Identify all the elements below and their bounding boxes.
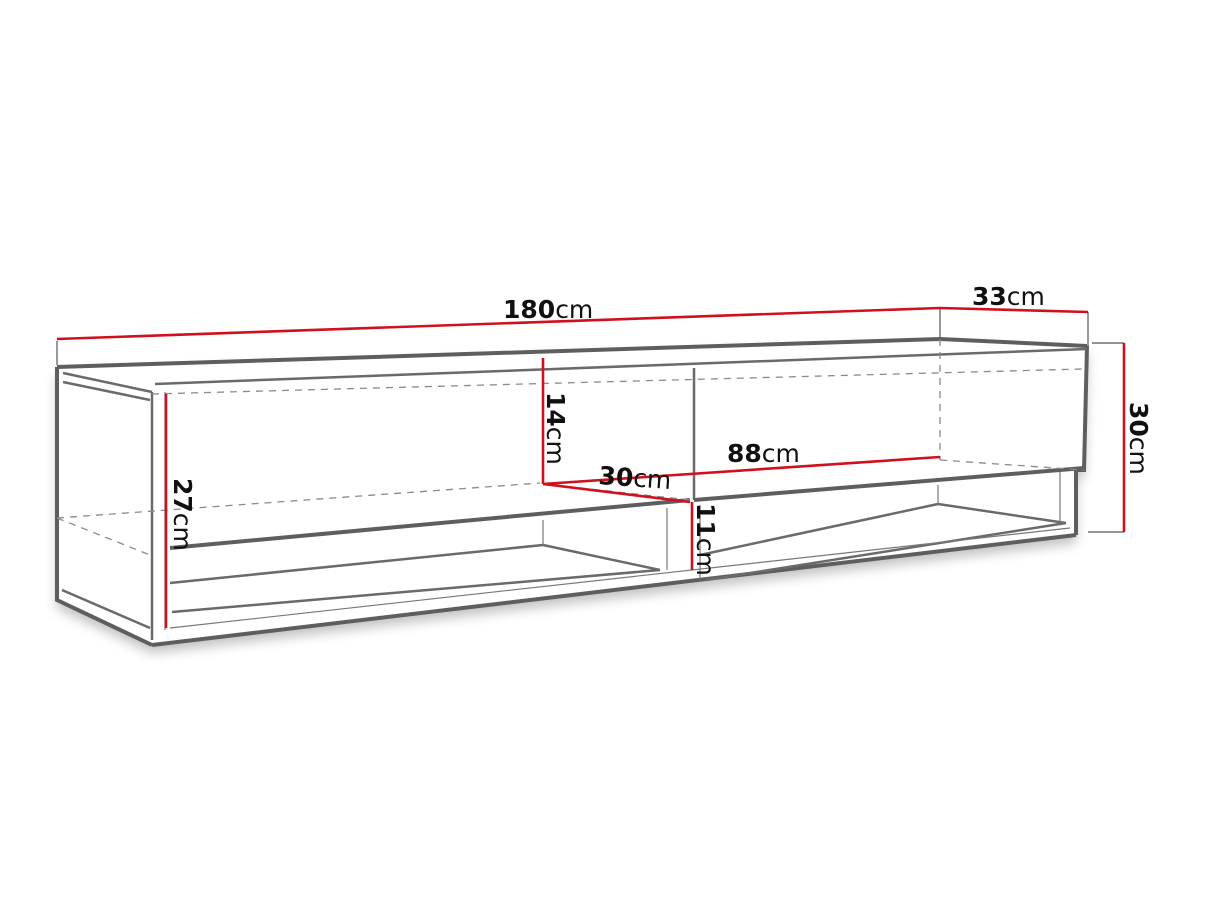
dimension-lines [56, 306, 1126, 628]
cabinet-outline [55, 336, 1089, 647]
compartment-height-label: 14cm [541, 392, 570, 465]
width-dimension-line [56, 306, 941, 341]
cabinet-body [57, 339, 1087, 645]
inner-height-label: 27cm [168, 478, 197, 551]
compartment-depth-dimension-line [542, 482, 691, 504]
depth-dimension-line [939, 306, 1089, 314]
compartment-width-label: 88cm [727, 439, 800, 468]
compartment-depth-label: 30cm [598, 461, 673, 495]
width-label: 180cm [503, 295, 593, 324]
shelf-height-label: 11cm [691, 503, 720, 576]
height-label: 30cm [1124, 402, 1153, 475]
dimension-labels: 180cm 33cm 30cm 27cm 14cm 30cm 88cm 11cm [168, 282, 1153, 576]
extension-lines [56, 309, 1124, 533]
depth-label: 33cm [972, 282, 1045, 311]
compartment-width-dimension-line [542, 455, 941, 486]
